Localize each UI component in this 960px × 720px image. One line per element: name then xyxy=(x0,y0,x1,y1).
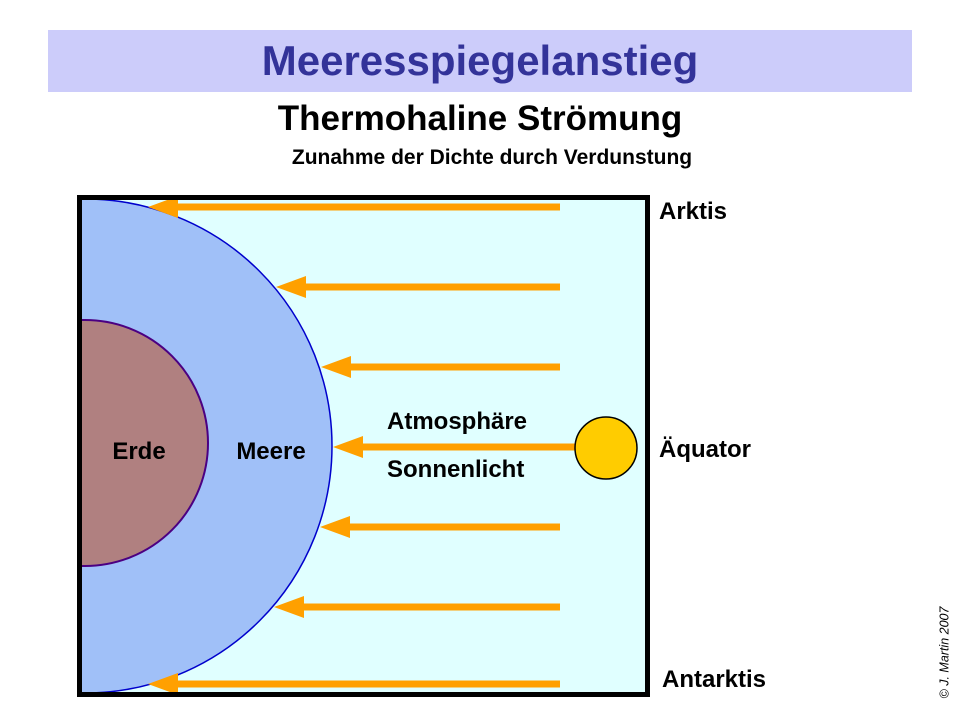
sunlight-arrow xyxy=(148,673,560,692)
sunlight-arrow xyxy=(148,200,560,218)
sunlight-arrow xyxy=(321,356,560,378)
main-title: Thermohaline Strömung xyxy=(277,99,683,138)
earth-semicircle xyxy=(82,319,209,567)
sunlight-arrow xyxy=(274,596,560,618)
sunlight-arrow xyxy=(320,516,560,538)
antarctic-label: Antarktis xyxy=(662,666,767,693)
diagram-frame xyxy=(77,195,650,697)
copyright-note: © J. Martin 2007 xyxy=(937,606,952,699)
sunlight-arrow xyxy=(276,276,560,298)
atmosphere-label: Atmosphäre xyxy=(387,408,528,435)
sunlight-arrow xyxy=(333,436,575,458)
sea-label: Meere xyxy=(236,438,306,465)
thermohaline-diagram xyxy=(77,195,650,697)
earth-label: Erde xyxy=(112,438,166,465)
subtitle: Zunahme der Dichte durch Verdunstung xyxy=(291,146,693,169)
sun-icon xyxy=(574,416,638,480)
equator-label: Äquator xyxy=(659,436,751,463)
sunlight-label: Sonnenlicht xyxy=(387,456,525,483)
banner-title: Meeresspiegelanstieg xyxy=(261,37,699,84)
arctic-label: Arktis xyxy=(659,198,728,225)
sunlight-arrows-group xyxy=(148,200,575,692)
title-banner: Meeresspiegelanstieg xyxy=(48,30,912,92)
